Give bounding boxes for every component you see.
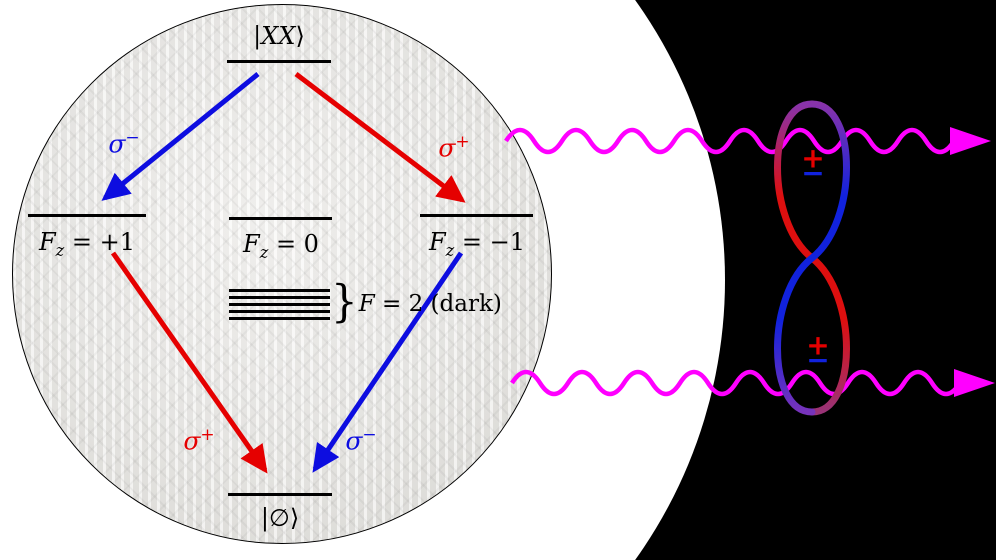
- photon-arrowhead-bottom: [954, 369, 995, 397]
- sigma-minus-label-upper: σ−: [108, 128, 140, 159]
- vacuum-state-label: |∅⟩: [260, 504, 300, 532]
- sigma-plus-label-lower: σ+: [183, 425, 215, 456]
- minus-sign-top: −: [801, 156, 825, 189]
- dark-states-brace: }: [331, 275, 358, 328]
- fz-minus1-level-line: [420, 214, 533, 217]
- fz-plus1-level-line: [28, 214, 146, 217]
- quantum-dot-sphere: [12, 4, 552, 544]
- vacuum-level-line: [228, 493, 332, 496]
- fz-0-label: Fz = 0: [243, 230, 319, 262]
- xx-level-line: [227, 60, 331, 63]
- dark-states-group: } F = 2 (dark): [229, 279, 502, 324]
- minus-sign-bottom: −: [806, 343, 830, 376]
- plus-sign-bottom: +: [806, 328, 830, 362]
- fz-0-level-line: [229, 217, 332, 220]
- xx-state-label: |XX⟩: [253, 22, 305, 50]
- polarization-pm-top: + −: [801, 141, 825, 189]
- fz-minus1-label: Fz = −1: [428, 228, 526, 260]
- dark-states-label: F = 2 (dark): [358, 291, 502, 317]
- sigma-plus-label-upper: σ+: [438, 132, 470, 163]
- polarization-pm-bottom: + −: [806, 328, 830, 376]
- plus-sign-top: +: [801, 141, 825, 175]
- sigma-minus-label-lower: σ−: [345, 425, 377, 456]
- fz-plus1-label: Fz = +1: [38, 228, 136, 260]
- dark-states-lines: [229, 288, 330, 320]
- photon-arrowhead-top: [950, 127, 991, 155]
